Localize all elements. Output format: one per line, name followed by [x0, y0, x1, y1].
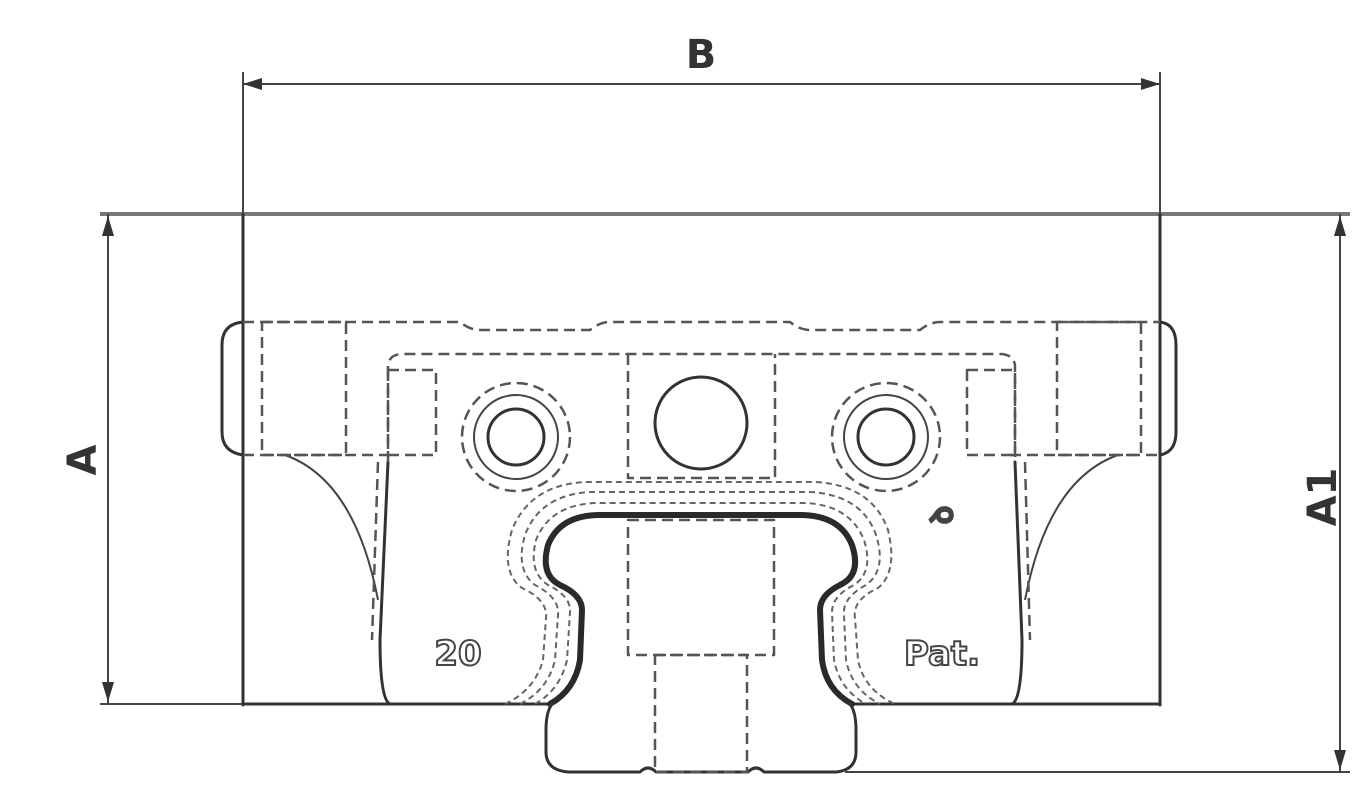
hole-counterbore-right: [830, 381, 942, 493]
mounting-holes: [460, 375, 942, 493]
dimension-label-a: A: [60, 444, 106, 475]
dimension-label-a1: A1: [1300, 468, 1346, 527]
rail-channel-hidden-inner: [504, 481, 896, 705]
arrowhead-a-bottom: [102, 682, 114, 702]
rail-channel-hidden-mid: [532, 502, 869, 705]
arrowhead-right: [1141, 78, 1160, 90]
arrowhead-a1-top: [1334, 216, 1346, 236]
dimension-a: A: [60, 214, 400, 705]
hole-outer-right: [843, 394, 929, 480]
arrowhead-left: [243, 78, 262, 90]
hole-outer-left: [473, 394, 559, 480]
hole-inner-right: [856, 407, 916, 467]
arrowhead-a-top: [102, 216, 114, 236]
hidden-inner-body: [386, 352, 1017, 462]
hole-counterbore-left: [460, 381, 572, 493]
block-body: [220, 212, 1178, 707]
letter-marking: ꝺ: [925, 506, 960, 524]
body-inner-right: [1010, 460, 1024, 706]
rail-channel-outline: [542, 512, 858, 707]
patent-marking: Pat.: [904, 634, 980, 674]
body-inner-left: [378, 460, 392, 706]
hole-inner-left: [486, 407, 546, 467]
hidden-center-bore: [626, 354, 777, 480]
hidden-rail-bore-lower: [653, 653, 749, 774]
hidden-body-left-line: [370, 461, 380, 641]
size-marking: 20: [434, 634, 481, 674]
hidden-tapped-hole-left: [260, 320, 348, 457]
fillet-left: [284, 454, 379, 601]
end-seal-left: [220, 320, 245, 457]
fillet-right: [1024, 454, 1119, 601]
arrowhead-a1-bottom: [1334, 750, 1346, 770]
dimension-a1: A1: [845, 214, 1350, 773]
hidden-rail-bore-upper: [626, 518, 776, 657]
hidden-features: [243, 320, 1160, 774]
hidden-tapped-hole-right: [1055, 320, 1143, 457]
end-seal-right: [1158, 320, 1178, 457]
hidden-top-profile: [243, 320, 1160, 332]
guide-rail: [544, 702, 858, 774]
hidden-pocket-left: [386, 368, 438, 457]
hidden-pocket-right: [965, 368, 1017, 457]
lube-port-center: [653, 375, 749, 471]
rail-channel-hidden-outer: [519, 491, 881, 705]
dimension-label-b: B: [686, 32, 717, 78]
hidden-body-right-line: [1023, 461, 1032, 641]
